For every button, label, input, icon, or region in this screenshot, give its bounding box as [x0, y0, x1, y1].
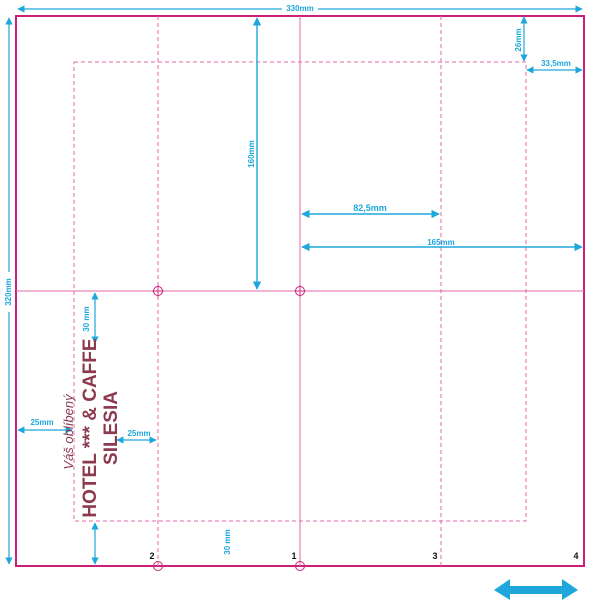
registration-mark	[153, 561, 163, 571]
registration-mark	[295, 561, 305, 571]
hotel-logo: Váš oblíbený HOTEL *** & CAFFE SILESIA	[61, 338, 122, 517]
dimension-label-half-width: 165mm	[427, 238, 455, 247]
double-arrow-horizontal-icon	[494, 579, 578, 600]
fold-number-2: 2	[149, 551, 154, 561]
dimension-label-right-inset: 33,5mm	[541, 59, 571, 68]
dimension-label-bottom-inset: 30 mm	[223, 529, 232, 554]
registration-mark	[294, 285, 306, 297]
dimension-label-inner-left: 25mm	[127, 429, 150, 438]
registration-mark	[152, 285, 164, 297]
dimension-label-width: 330mm	[286, 4, 314, 13]
fold-number-4: 4	[573, 551, 578, 561]
dimension-label-quarter-width: 82,5mm	[353, 203, 387, 213]
dimension-label-half-height: 160mm	[247, 140, 256, 168]
logo-tagline: Váš oblíbený	[61, 393, 76, 470]
dimension-label-height: 320mm	[4, 278, 13, 306]
logo-line-1: HOTEL *** & CAFFE	[80, 338, 101, 517]
fold-number-3: 3	[432, 551, 437, 561]
dimension-label-left-inset: 25mm	[30, 418, 53, 427]
logo-line-2: SILESIA	[101, 391, 122, 465]
dimension-label-top-inset: 26mm	[514, 28, 523, 51]
dimension-label-left-vertical: 30 mm	[82, 306, 91, 331]
fold-number-1: 1	[291, 551, 296, 561]
